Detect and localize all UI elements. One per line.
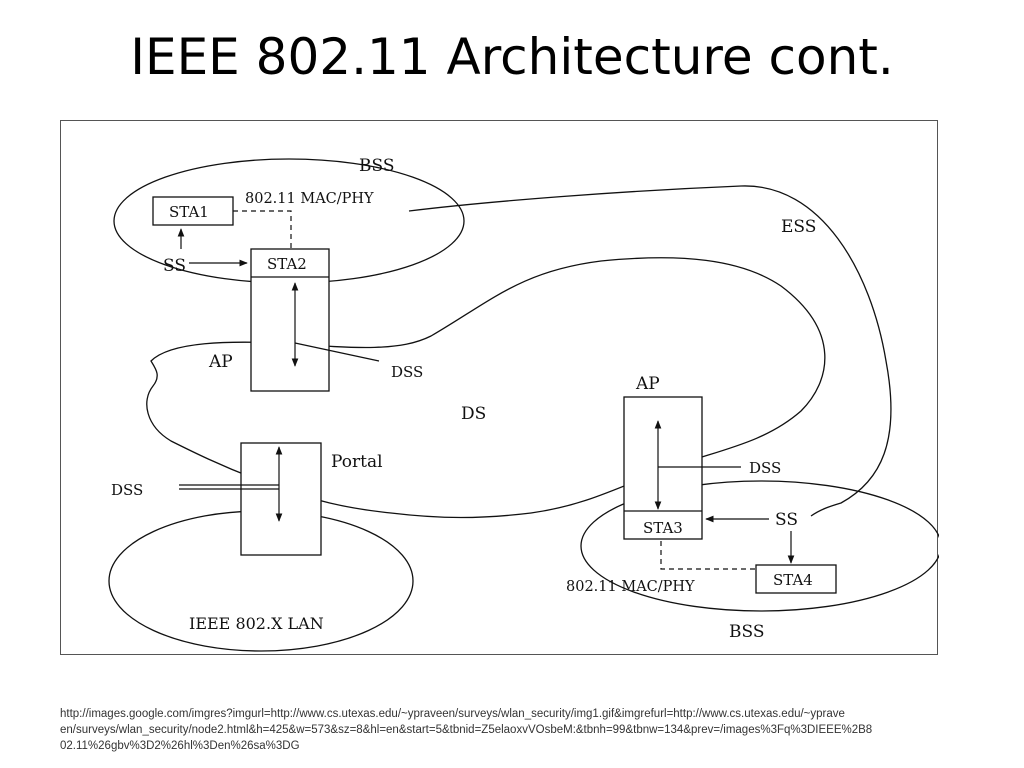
bss-bottom-label: BSS [729, 622, 765, 642]
dss-right-label: DSS [749, 459, 781, 477]
mac-phy-top-label: 802.11 MAC/PHY [245, 191, 374, 207]
dss-top-label: DSS [391, 363, 423, 381]
architecture-diagram: STA1 STA2 SS BSS 802.11 MAC/PHY ESS AP D… [60, 120, 939, 655]
ap-right-label: AP [635, 374, 660, 394]
ap-top-box [250, 248, 330, 392]
sta4-label: STA4 [773, 571, 813, 589]
ap-top-label: AP [208, 352, 233, 372]
ss-top-label: SS [163, 256, 186, 276]
ss-right-label: SS [775, 510, 798, 530]
ap-right-box [623, 396, 703, 540]
portal-box [240, 442, 322, 556]
source-url: http://images.google.com/imgres?imgurl=h… [60, 706, 994, 754]
ess-label: ESS [781, 217, 816, 237]
source-url-line-2: en/surveys/wlan_security/node2.html&h=42… [60, 724, 873, 736]
mac-phy-top-dashed-link [233, 210, 292, 249]
sta1-box [152, 196, 234, 226]
lan-label: IEEE 802.X LAN [189, 614, 324, 633]
sta1-label: STA1 [169, 203, 209, 221]
source-url-line-3: 02.11%26gbv%3D2%26hl%3Den%26sa%3DG [60, 740, 300, 752]
bss-top-label: BSS [359, 156, 395, 176]
sta3-label: STA3 [643, 519, 683, 537]
ess-boundary [408, 185, 892, 517]
slide-title: IEEE 802.11 Architecture cont. [130, 28, 894, 86]
sta4-box [755, 564, 837, 594]
mac-phy-bottom-dashed-link [660, 541, 756, 570]
ds-boundary [146, 257, 826, 519]
ds-label: DS [461, 404, 486, 424]
portal-label: Portal [331, 452, 383, 472]
mac-phy-bottom-label: 802.11 MAC/PHY [566, 579, 695, 595]
dss-left-label: DSS [111, 481, 143, 499]
bss-bottom-ellipse [580, 480, 939, 612]
dss-top-pointer [294, 342, 380, 362]
sta2-label: STA2 [267, 255, 307, 273]
source-url-line-1: http://images.google.com/imgres?imgurl=h… [60, 708, 845, 720]
diagram-canvas: STA1 STA2 SS BSS 802.11 MAC/PHY ESS AP D… [108, 156, 939, 652]
